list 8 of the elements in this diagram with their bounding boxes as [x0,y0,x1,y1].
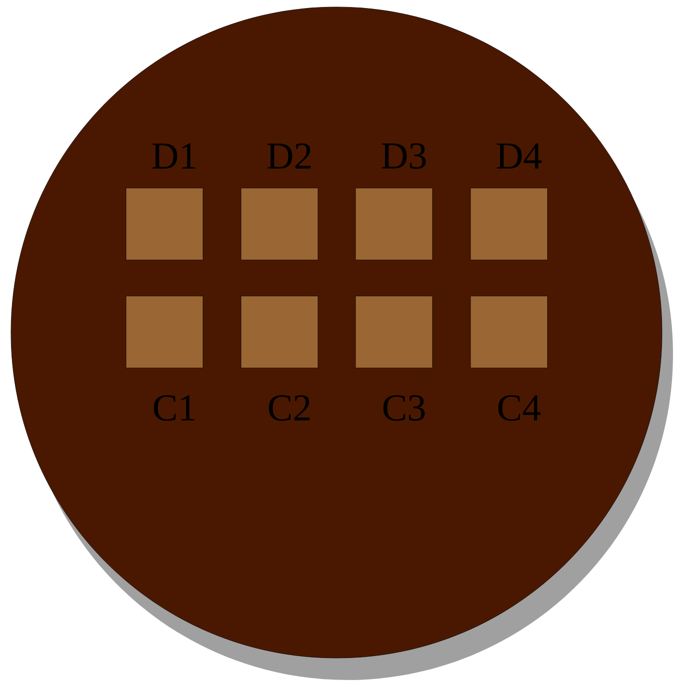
pad-label: D3 [382,143,426,169]
pad-label: D1 [152,143,196,169]
pad-label: C1 [154,395,194,421]
pad-label: C2 [268,395,310,421]
pad-label: C4 [498,395,541,421]
pad-label: D4 [496,143,542,169]
pad-label: D2 [267,143,311,169]
pad-label: C3 [383,395,425,421]
